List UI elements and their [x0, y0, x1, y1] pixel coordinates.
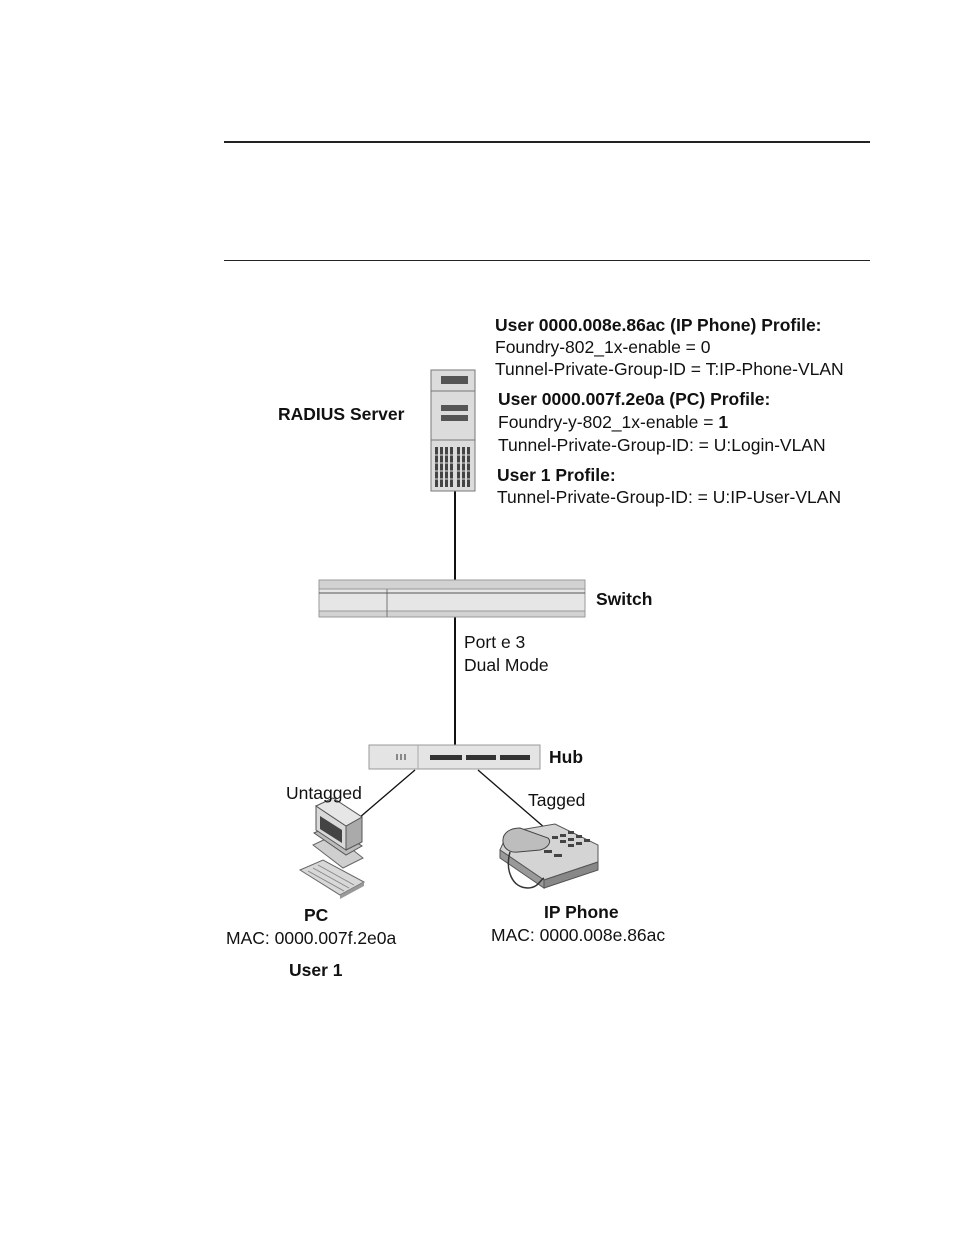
connection-lines — [344, 490, 546, 831]
pc-profile-heading: User 0000.007f.2e0a (PC) Profile: — [498, 389, 771, 409]
phone-profile-heading: User 0000.008e.86ac (IP Phone) Profile: — [495, 315, 822, 335]
phone-profile-line1: Foundry-802_1x-enable = 0 — [495, 337, 711, 357]
switch-icon — [318, 579, 586, 618]
pc-user-label: User 1 — [289, 960, 343, 980]
pc-icon — [298, 797, 366, 899]
hub-label: Hub — [549, 747, 584, 767]
pc-name-label: PC — [304, 905, 329, 925]
switch-label: Switch — [596, 589, 653, 609]
pc-profile-line1: Foundry-y-802_1x-enable = 1 — [498, 411, 728, 433]
untagged-label: Untagged — [286, 783, 362, 803]
user1-profile-line1: Tunnel-Private-Group-ID: = U:IP-User-VLA… — [497, 487, 842, 507]
pc-profile-line1-prefix: Foundry-y-802_1x-enable = — [498, 412, 719, 432]
radius-server-icon — [430, 369, 476, 492]
phone-profile-line2: Tunnel-Private-Group-ID = T:IP-Phone-VLA… — [495, 359, 844, 379]
bottom-rule — [224, 260, 870, 261]
port-label: Port e 3 — [464, 632, 526, 652]
user1-profile-heading: User 1 Profile: — [497, 465, 616, 485]
top-rule — [224, 141, 870, 143]
pc-mac-label: MAC: 0000.007f.2e0a — [226, 928, 397, 948]
ip-phone-name-label: IP Phone — [544, 902, 619, 922]
tagged-label: Tagged — [528, 790, 586, 810]
pc-profile-line2: Tunnel-Private-Group-ID: = U:Login-VLAN — [498, 435, 826, 455]
hub-icon — [368, 744, 541, 770]
ip-phone-mac-label: MAC: 0000.008e.86ac — [491, 925, 666, 945]
pc-profile-line1-value: 1 — [718, 412, 729, 432]
mode-label: Dual Mode — [464, 655, 549, 675]
hub-phone-link — [477, 769, 546, 829]
radius-server-label: RADIUS Server — [278, 404, 405, 424]
ip-phone-icon — [499, 823, 599, 889]
